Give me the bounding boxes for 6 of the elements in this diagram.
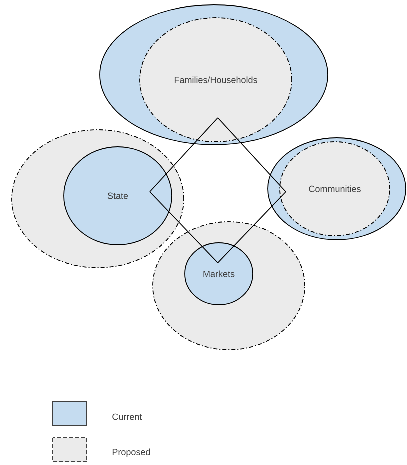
connector-line	[218, 118, 286, 192]
connector-line	[218, 192, 286, 264]
connector-line	[150, 118, 218, 192]
legend-label: Proposed	[112, 448, 150, 458]
connector-line	[150, 192, 218, 264]
legend-label: Current	[112, 414, 142, 420]
